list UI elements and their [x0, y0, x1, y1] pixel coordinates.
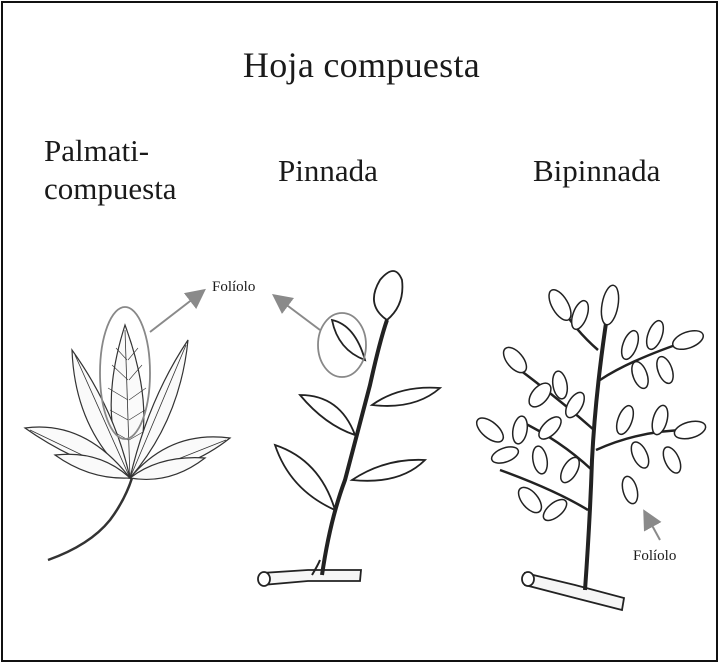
- arrow-palmate-to-label: [150, 295, 198, 332]
- bipinnate-compound-leaf-illustration: [500, 295, 690, 610]
- arrow-bipinnate-to-label: [648, 518, 660, 540]
- pinnate-leaflet: [352, 460, 425, 481]
- pinnate-leaflet: [332, 320, 365, 360]
- pinnate-leaflet: [374, 271, 403, 320]
- arrow-pinnate-to-label: [280, 300, 320, 330]
- pinnate-leaflet: [275, 445, 335, 510]
- pinnate-leaflet: [372, 388, 440, 406]
- palmate-compound-leaf-illustration: [25, 325, 230, 560]
- pinnate-compound-leaf-illustration: [258, 271, 440, 586]
- pinnate-leaflet: [300, 395, 355, 435]
